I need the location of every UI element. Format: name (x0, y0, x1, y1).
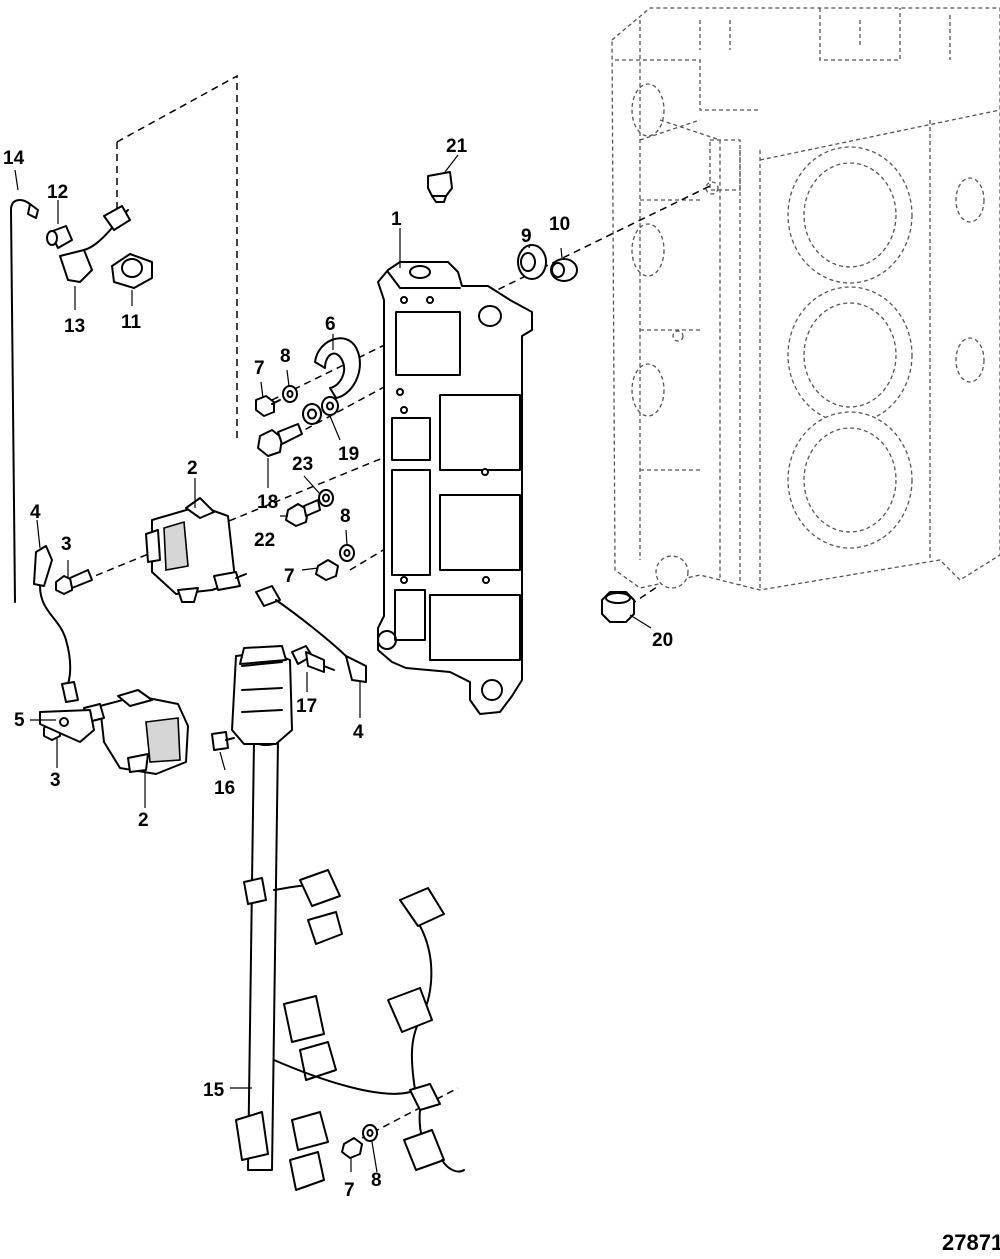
bolt-part-3-upper (55, 569, 93, 595)
washer-part-8-upper (282, 385, 298, 403)
callout-1: 1 (391, 209, 402, 230)
sensor-part-17 (291, 645, 335, 673)
bolt-part-7-lower (341, 1137, 363, 1159)
callout-14: 14 (3, 148, 25, 169)
ignition-coil-part-2-lower (83, 689, 189, 775)
callout-21: 21 (446, 136, 468, 157)
callout-2-lower: 2 (138, 810, 149, 831)
callout-4-left: 4 (30, 502, 41, 523)
reference-number: 27871 (942, 1230, 1000, 1255)
grommet-part-9 (517, 244, 547, 280)
callout-3-upper: 3 (61, 534, 72, 555)
callout-13: 13 (64, 316, 85, 337)
sensor-part-11 (111, 253, 153, 289)
callout-8-lower: 8 (371, 1170, 382, 1191)
callout-2-upper: 2 (187, 458, 198, 479)
callout-9: 9 (521, 226, 532, 247)
callout-10: 10 (549, 214, 570, 235)
engine-block-phantom (611, 7, 1000, 591)
callout-4-right: 4 (353, 722, 364, 743)
ignition-coil-part-2-upper (145, 497, 247, 603)
callout-7-upper: 7 (254, 358, 265, 379)
clip-part-21 (427, 171, 453, 203)
callout-3-lower: 3 (50, 770, 61, 791)
washer-part-19 (302, 396, 339, 425)
callout-20: 20 (652, 630, 673, 651)
wire-part-14 (10, 199, 39, 603)
bolt-part-22 (285, 499, 321, 527)
callout-17: 17 (296, 696, 317, 717)
wiring-harness-part-15 (231, 645, 465, 1191)
plug-part-20 (601, 591, 635, 623)
callout-6: 6 (325, 314, 336, 335)
bolt-part-7-upper (255, 395, 281, 417)
bolt-part-7-middle (315, 559, 339, 581)
callout-16: 16 (214, 778, 235, 799)
callout-22: 22 (254, 530, 275, 551)
callout-7-middle: 7 (284, 566, 295, 587)
callout-23: 23 (292, 454, 313, 475)
callout-5: 5 (14, 710, 25, 731)
bolt-part-18 (257, 423, 303, 457)
callout-leaders (14, 154, 652, 1173)
washer-part-8-middle (339, 544, 355, 562)
callout-7-lower: 7 (344, 1180, 355, 1201)
callout-8-upper: 8 (280, 346, 291, 367)
connector-part-16 (211, 731, 235, 751)
spacer-part-6 (314, 337, 361, 399)
callout-11: 11 (121, 312, 142, 333)
callout-19: 19 (338, 444, 359, 465)
bracket-part-5 (39, 709, 95, 743)
nut-part-10 (550, 258, 578, 282)
washer-part-23 (318, 489, 334, 507)
washer-part-8-lower (362, 1124, 378, 1142)
callout-12: 12 (47, 182, 68, 203)
callout-8-middle: 8 (340, 506, 351, 527)
plug-wire-part-4-left (33, 545, 79, 703)
mounting-plate-part-1 (377, 261, 533, 715)
bushing-part-12 (46, 225, 73, 249)
plug-wire-part-4-right (255, 585, 367, 683)
callout-numbers: 1 2 2 3 3 4 4 5 6 7 7 7 8 8 8 9 10 11 12… (3, 136, 673, 1201)
callout-18: 18 (257, 492, 278, 513)
bracket-part-13 (59, 205, 131, 283)
callout-15: 15 (203, 1080, 225, 1101)
